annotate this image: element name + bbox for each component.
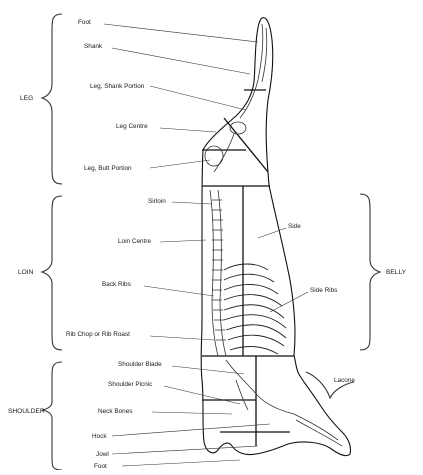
label-lacone: Lacone: [334, 377, 355, 384]
brace-leg: [42, 14, 62, 184]
label-shank: Shank: [84, 43, 103, 50]
brace-shoulder: [42, 362, 62, 470]
group-label-leg: LEG: [20, 95, 33, 102]
group-label-shoulder: SHOULDER: [8, 408, 45, 415]
label-shoulder-picnic: Shoulder Picnic: [108, 381, 153, 388]
group-label-belly: BELLY: [386, 269, 407, 276]
label-leg-centre: Leg Centre: [116, 123, 148, 130]
label-neck-bones: Neck Bones: [98, 408, 132, 415]
carcass-outline: [201, 18, 350, 456]
label-rib-chop: Rib Chop or Rib Roast: [66, 331, 130, 338]
group-label-loin: LOIN: [18, 269, 34, 276]
label-shoulder-blade: Shoulder Blade: [118, 361, 162, 368]
label-side-ribs: Side Ribs: [310, 287, 337, 294]
label-loin-centre: Loin Centre: [118, 238, 151, 245]
brace-loin: [42, 196, 62, 350]
label-hock: Hock: [92, 433, 107, 440]
label-sirloin: Sirloin: [148, 198, 166, 205]
carcass: [201, 18, 350, 456]
label-jowl: Jowl: [96, 451, 109, 458]
label-leg-shank-portion: Leg, Shank Portion: [90, 83, 145, 90]
label-leg-butt-portion: Leg, Butt Portion: [84, 165, 132, 172]
label-back-ribs: Back Ribs: [102, 281, 131, 288]
label-foot-top: Foot: [78, 19, 91, 26]
label-side: Side: [288, 223, 301, 230]
brace-belly: [360, 194, 380, 350]
label-foot-bottom: Foot: [94, 463, 107, 470]
